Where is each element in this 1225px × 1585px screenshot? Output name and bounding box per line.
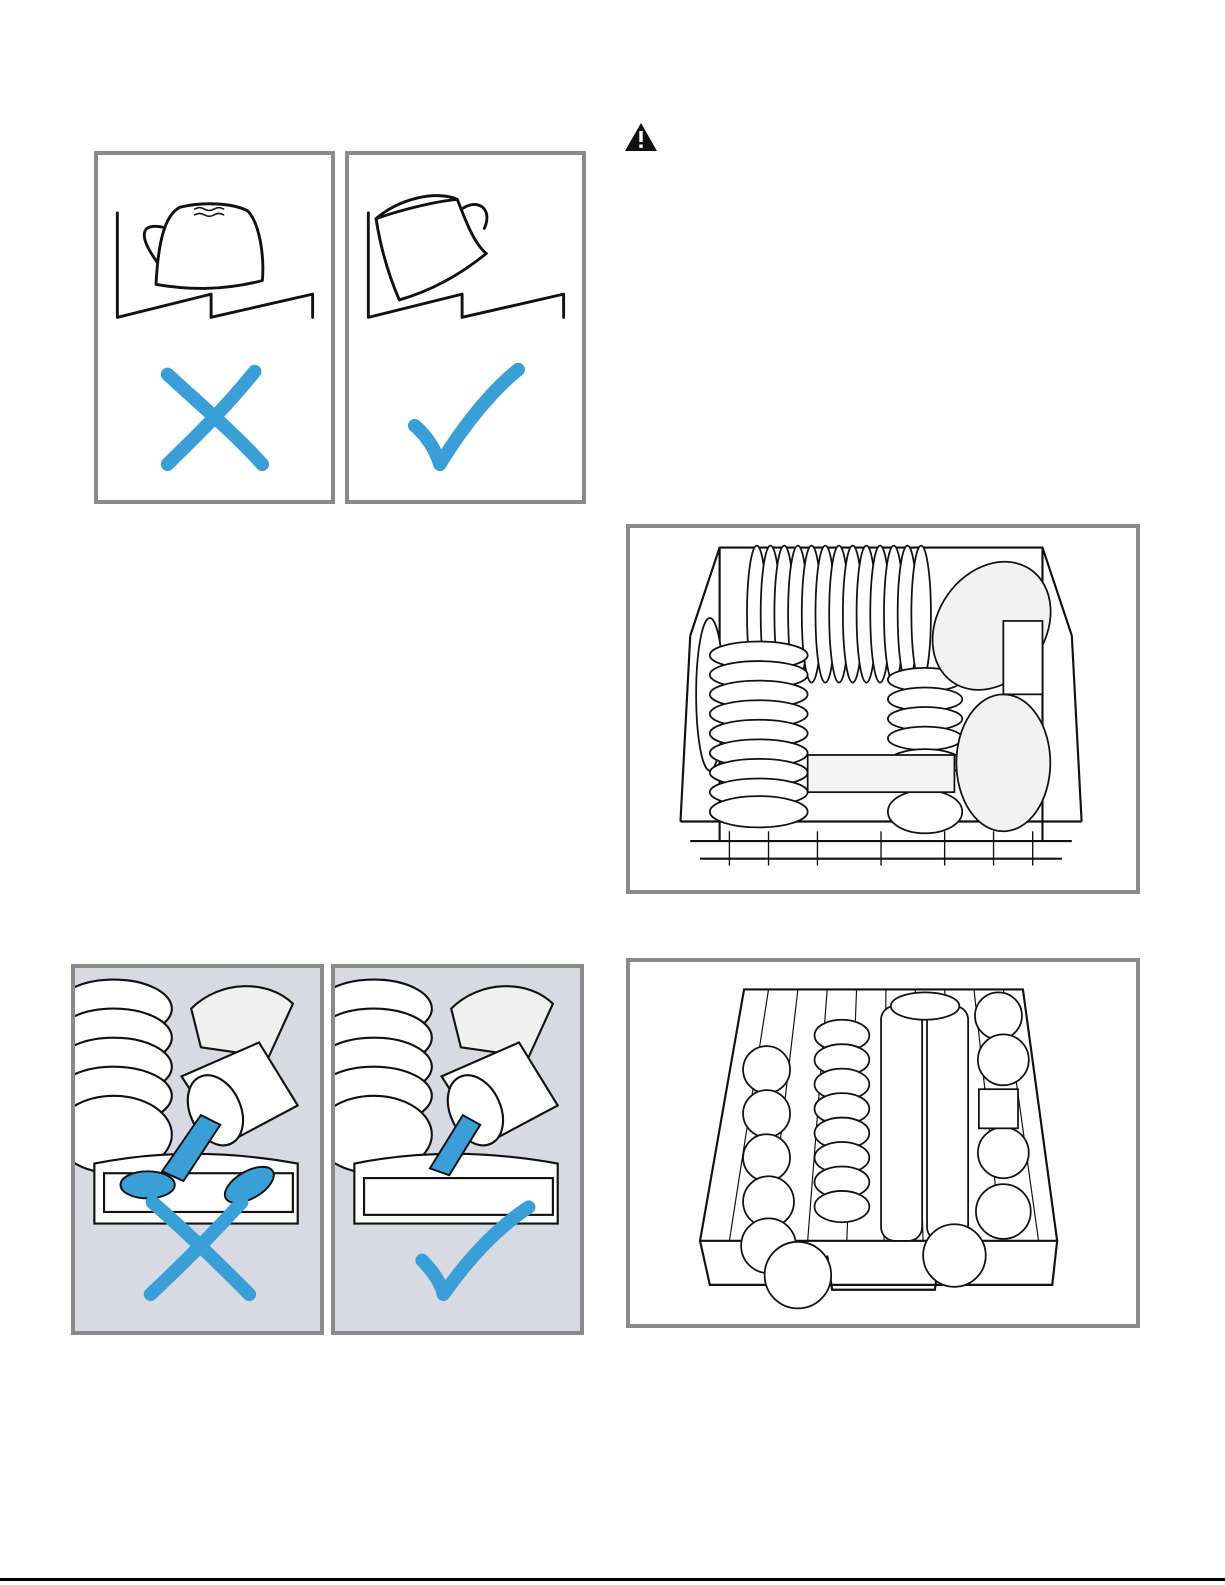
lower-rack-figure [626, 958, 1140, 1328]
page-bottom-rule [0, 1578, 1225, 1581]
pan-incorrect-figure [71, 964, 324, 1335]
warning-triangle-icon [624, 122, 658, 152]
cross-mark-icon [168, 371, 263, 464]
pan-correct-figure [331, 964, 584, 1335]
upper-rack-figure [626, 524, 1140, 894]
check-mark-icon [415, 370, 518, 465]
cup-incorrect-figure [94, 151, 335, 504]
cup-correct-figure [345, 151, 586, 504]
